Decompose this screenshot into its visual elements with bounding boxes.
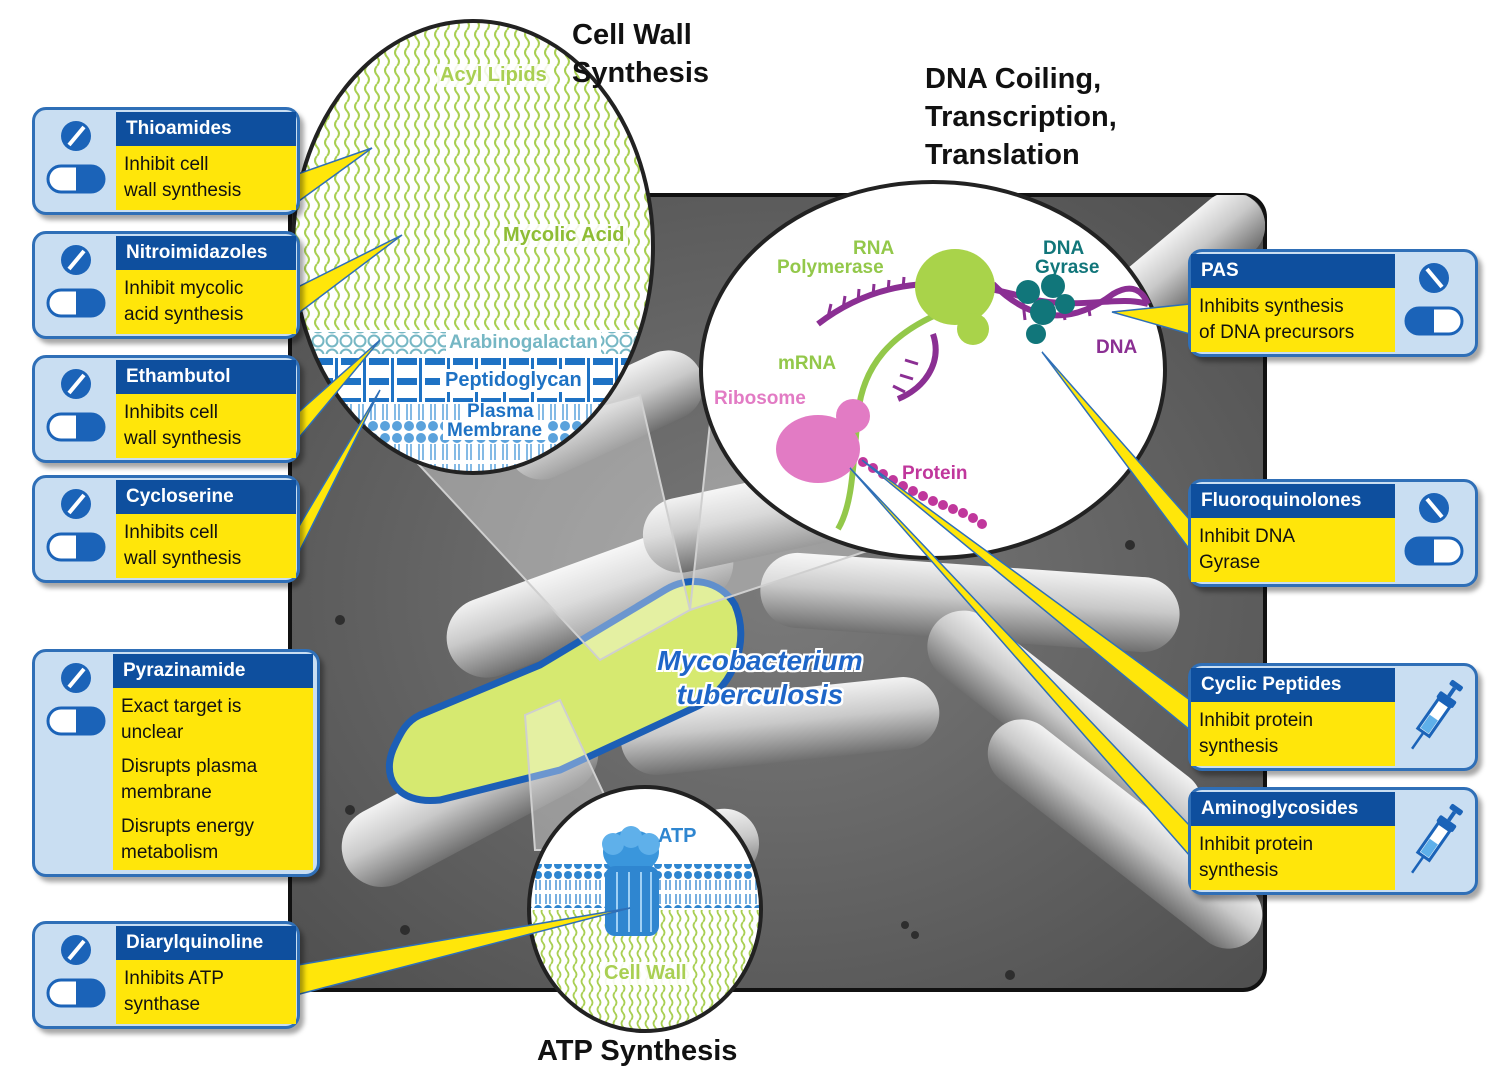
drug-card-ethambutol: Ethambutol Inhibits cell wall synthesis [32, 355, 300, 463]
drug-effect-line: wall synthesis [124, 428, 242, 449]
drug-card-fluoroquinolones: Fluoroquinolones Inhibit DNA Gyrase [1188, 479, 1478, 587]
drug-effect-line: membrane [121, 782, 212, 803]
drug-name: Cyclic Peptides [1191, 668, 1395, 702]
pill-icon [46, 935, 106, 1008]
drug-name: Fluoroquinolones [1191, 484, 1395, 518]
pill-icon [46, 121, 106, 194]
drug-effect-line: synthesis [1199, 736, 1279, 757]
drug-effect: Inhibit mycolic acid synthesis [116, 270, 296, 334]
drug-effect-line: wall synthesis [124, 548, 242, 569]
drug-effect-line: Disrupts plasma [121, 756, 258, 777]
label-plasma: Plasma [463, 402, 538, 421]
title-dna-coiling: DNA Coiling, Transcription, Translation [925, 63, 1117, 171]
label-polymerase: Polymerase [777, 257, 884, 278]
drug-effect: Inhibit protein synthesis [1191, 826, 1395, 890]
label-gyrase: Gyrase [1035, 257, 1100, 278]
drug-card-aminoglycosides: Aminoglycosides Inhibit protein synthesi… [1188, 787, 1478, 895]
rna-polymerase-shape [915, 249, 995, 325]
title-cell-wall-text: Cell Wall Synthesis [572, 19, 709, 89]
drug-effect-line: wall synthesis [124, 180, 242, 201]
label-dna-top: DNA [1043, 238, 1085, 259]
drug-effect-line: Inhibits cell [124, 402, 218, 423]
drug-name: Ethambutol [116, 360, 296, 394]
drug-card-pyrazinamide: Pyrazinamide Exact target is unclear Disr… [32, 649, 320, 877]
pill-icon [1404, 493, 1464, 566]
drug-name: Diarylquinoline [116, 926, 296, 960]
drug-effect-line: Inhibit cell [124, 154, 209, 175]
drug-effect-line: of DNA precursors [1199, 322, 1355, 343]
drug-card-diarylquinoline: Diarylquinoline Inhibits ATP synthase [32, 921, 300, 1029]
drug-effect: Inhibits synthesis of DNA precursors [1191, 288, 1395, 352]
drug-name: Nitroimidazoles [116, 236, 296, 270]
drug-card-cycloserine: Cycloserine Inhibits cell wall synthesis [32, 475, 300, 583]
drug-card-thioamides: Thioamides Inhibit cell wall synthesis [32, 107, 300, 215]
title-atp-synthesis: ATP Synthesis [537, 1035, 738, 1067]
drug-effect-line: Inhibit protein [1199, 834, 1314, 855]
label-atp-cell-wall: Cell Wall [600, 962, 691, 985]
drug-effect: Inhibits cell wall synthesis [116, 514, 296, 578]
label-ribosome: Ribosome [714, 388, 806, 409]
label-mrna: mRNA [778, 353, 837, 374]
drug-name: Cycloserine [116, 480, 296, 514]
drug-name: Aminoglycosides [1191, 792, 1395, 826]
drug-effect-item: Exact target is unclear [121, 694, 305, 746]
label-rna: RNA [853, 238, 895, 259]
pill-icon [1404, 263, 1464, 336]
drug-effect: Inhibits cell wall synthesis [116, 394, 296, 458]
label-arabinogalactan: Arabinogalactan [446, 332, 601, 354]
drug-effect-line: Inhibit DNA [1199, 526, 1296, 547]
label-mycolic-acid: Mycolic Acid [500, 224, 628, 247]
organism-name-line1: Mycobacterium [657, 645, 863, 676]
drug-card-nitroimidazoles: Nitroimidazoles Inhibit mycolic acid syn… [32, 231, 300, 339]
drug-effect: Inhibit DNA Gyrase [1191, 518, 1395, 582]
drug-effect-line: synthesis [1199, 860, 1279, 881]
drug-effect-line: Exact target is [121, 696, 242, 717]
label-atp: ATP [658, 825, 697, 847]
drug-effect-line: Inhibit protein [1199, 710, 1314, 731]
drug-effect-line: Disrupts energy [121, 816, 255, 837]
pill-icon [46, 489, 106, 562]
drug-effect: Inhibit protein synthesis [1191, 702, 1395, 766]
pill-icon [46, 663, 106, 736]
title-cell-wall-synthesis: Cell Wall Synthesis [572, 16, 772, 92]
drug-effect-line: Inhibits ATP [124, 968, 224, 989]
drug-effect-item: Disrupts plasma membrane [121, 754, 305, 806]
drug-effect-line: metabolism [121, 842, 219, 863]
drug-name: PAS [1191, 254, 1395, 288]
drug-effect-line: synthase [124, 994, 201, 1015]
drug-effect-line: Gyrase [1199, 552, 1261, 573]
pill-icon [46, 245, 106, 318]
label-protein: Protein [902, 463, 968, 484]
pill-icon [46, 369, 106, 442]
drug-effect: Exact target is unclear Disrupts plasma me… [113, 688, 313, 870]
drug-effect-line: Inhibits synthesis [1199, 296, 1344, 317]
ribosome-shape [776, 415, 860, 483]
label-membrane: Membrane [443, 421, 547, 440]
drug-effect-line: Inhibits cell [124, 522, 218, 543]
label-dna: DNA [1096, 337, 1138, 358]
highlighted-bacterium [385, 578, 745, 805]
syringe-icon [1411, 680, 1463, 750]
organism-name-line2: tuberculosis [676, 679, 844, 710]
drug-name: Pyrazinamide [113, 654, 313, 688]
atp-synthase-shape [602, 826, 660, 936]
atp-zoom [527, 785, 763, 1033]
drug-effect-line: acid synthesis [124, 304, 244, 325]
drug-name: Thioamides [116, 112, 296, 146]
syringe-icon [1411, 804, 1463, 874]
drug-effect-item: Disrupts energy metabolism [121, 814, 305, 866]
organism-name: Mycobacterium tuberculosis [630, 644, 890, 712]
drug-card-pas: PAS Inhibits synthesis of DNA precursors [1188, 249, 1478, 357]
drug-effect-line: unclear [121, 722, 184, 743]
label-acyl-lipids: Acyl Lipids [437, 64, 550, 87]
label-peptidoglycan: Peptidoglycan [440, 369, 587, 392]
dna-gyrase-shape [1016, 274, 1075, 344]
drug-effect: Inhibit cell wall synthesis [116, 146, 296, 210]
drug-effect-line: Inhibit mycolic [124, 278, 244, 299]
dna-zoom [699, 180, 1167, 560]
drug-card-cyclic-peptides: Cyclic Peptides Inhibit protein synthesi… [1188, 663, 1478, 771]
drug-effect: Inhibits ATP synthase [116, 960, 296, 1024]
